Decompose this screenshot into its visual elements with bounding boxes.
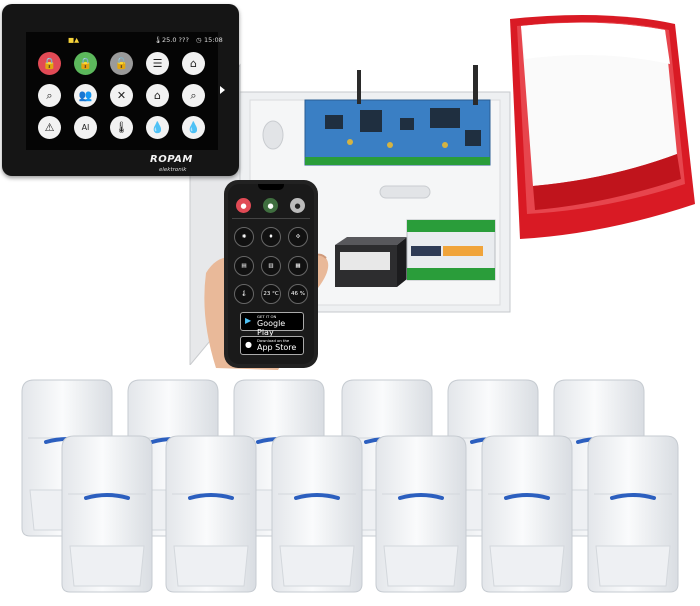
google-play-icon: ▶ [245,316,252,325]
power-supply-module [406,219,496,281]
menu-list-icon[interactable]: ☰ [146,52,169,75]
motion-detectors-group [20,378,680,594]
clock-icon: ◷ [196,36,202,44]
lock-grey-icon[interactable]: 🔓 [110,52,133,75]
phone-notch [258,184,284,190]
chart-icon[interactable]: AI [74,116,97,139]
alarm-control-panel [189,63,511,365]
thermometer-small-icon: 🌡 [154,36,163,44]
motion-detector [480,434,574,594]
motion-detector [374,434,468,594]
gate-icon[interactable]: ▥ [261,256,281,276]
thermometer-icon[interactable]: 🌡 [110,116,133,139]
google-play-small-text: GET IT ON [257,314,277,319]
arm-lock-icon[interactable]: ● [236,198,251,213]
remote-icon[interactable]: ▤ [234,256,254,276]
temperature-value: 23 °C [261,284,281,304]
home-icon[interactable]: ⌂ [182,52,205,75]
humidity-icon[interactable]: 💧 [146,116,169,139]
house-settings-icon[interactable]: ⌂ [146,84,169,107]
zoom-icon[interactable]: ⌕ [182,84,205,107]
brand-logo-sub: elektronik [159,167,187,173]
lamp-icon[interactable]: ♦ [261,227,281,247]
brand-logo: ROPAM [150,154,193,165]
motion-detector [164,434,258,594]
time-readout: 15:08 [204,36,223,44]
touch-keypad: ■▲ 🌡 25.0 ??? ◷ 15:08 🔒 🔒 🔓 ☰ ⌂ ⌕ 👥 ✕ ⌂ … [2,4,239,176]
battery [335,237,407,287]
motion-detector [586,434,680,594]
arm-green-lock-icon[interactable]: ● [263,198,278,213]
tools-icon[interactable]: ✕ [110,84,133,107]
main-circuit-board [304,99,491,166]
antenna [357,70,361,104]
google-play-text: Google Play [257,319,286,337]
fan-icon[interactable]: ✣ [288,227,308,247]
blinds-icon[interactable]: ▦ [288,256,308,276]
alert-icon: ■▲ [68,36,80,44]
thermostat-icon[interactable]: 🌡 [234,284,254,304]
temperature-readout: 25.0 ??? [162,36,189,44]
app-store-badge[interactable]: ● Download on the App Store [240,336,304,355]
lock-open-icon[interactable]: 🔒 [38,52,61,75]
smartphone-app: ● ● ● ✺ ♦ ✣ ▤ ▥ ▦ 🌡 23 °C 46 % ▶ GET IT … [224,180,318,368]
motion-detector [60,434,154,594]
phone-screen: ● ● ● ✺ ♦ ✣ ▤ ▥ ▦ 🌡 23 °C 46 % ▶ GET IT … [228,184,314,364]
search-icon[interactable]: ⌕ [38,84,61,107]
humidity-value: 46 % [288,284,308,304]
warning-icon[interactable]: ⚠ [38,116,61,139]
light-bulb-icon[interactable]: ✺ [234,227,254,247]
keypad-screen: ■▲ 🌡 25.0 ??? ◷ 15:08 🔒 🔒 🔓 ☰ ⌂ ⌕ 👥 ✕ ⌂ … [26,32,223,150]
antenna [473,65,478,105]
users-icon[interactable]: 👥 [74,84,97,107]
motion-detector [270,434,364,594]
apple-icon: ● [245,340,252,349]
chart-ai-label: AI [81,123,90,132]
water-drop-icon[interactable]: 💧 [182,116,205,139]
lock-green-icon[interactable]: 🔒 [74,52,97,75]
app-store-small-text: Download on the [257,338,290,343]
google-play-badge[interactable]: ▶ GET IT ON Google Play [240,312,304,337]
next-page-arrow-icon[interactable] [220,86,225,94]
disarm-lock-icon[interactable]: ● [290,198,305,213]
outdoor-siren [510,15,695,239]
app-store-text: App Store [257,343,297,352]
